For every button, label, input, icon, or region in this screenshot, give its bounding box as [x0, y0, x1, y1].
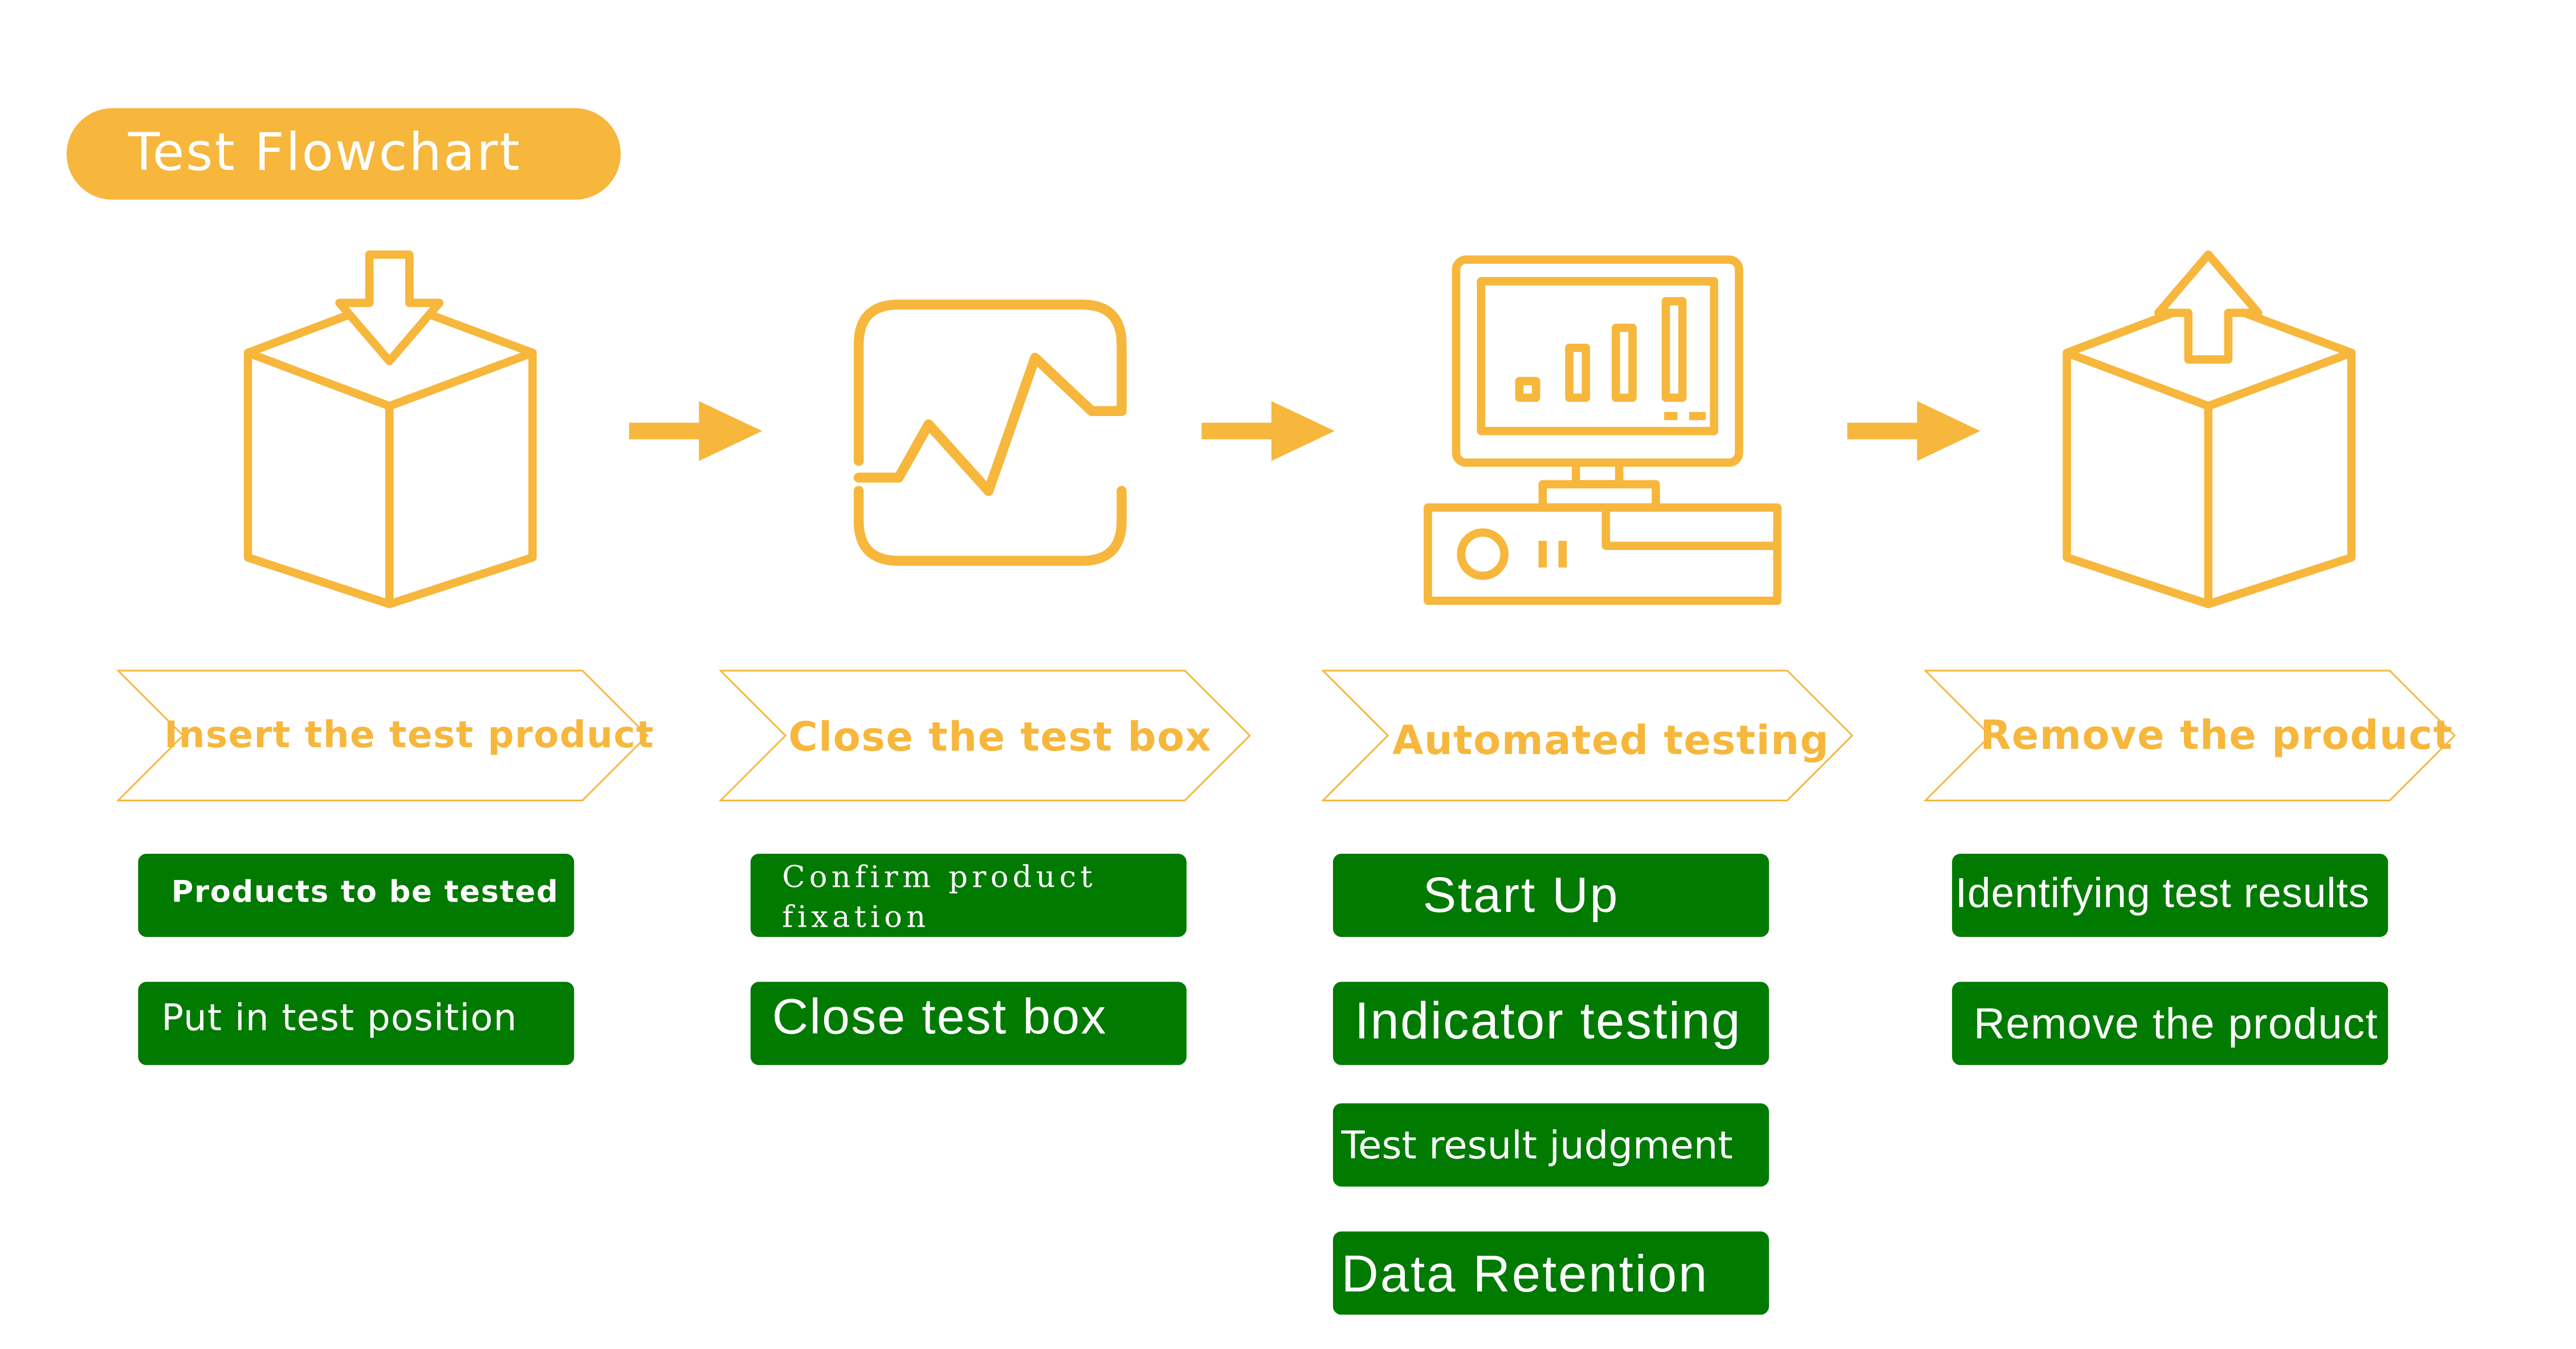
- step-label: Confirm product: [782, 860, 1097, 895]
- flow-arrow-2: [1201, 401, 1335, 461]
- step-label: Test result judgment: [1341, 1124, 1733, 1168]
- step-box: Close test box: [750, 981, 1187, 1065]
- step-box: Remove the product: [1952, 981, 2388, 1065]
- stage-1-label: Insert the test product: [116, 669, 654, 802]
- step-box: Data Retention: [1332, 1231, 1769, 1315]
- step-label: Products to be tested: [171, 875, 559, 911]
- box-insert-icon: [243, 250, 537, 609]
- step-label: Indicator testing: [1354, 992, 1742, 1050]
- step-label: Put in test position: [161, 998, 517, 1040]
- step-label: Remove the product: [1974, 998, 2379, 1049]
- page-title: Test Flowchart: [66, 108, 621, 200]
- step-label: Start Up: [1422, 869, 1620, 924]
- step-box: Start Up: [1332, 853, 1769, 937]
- stage-1-title: Insert the test product: [164, 715, 655, 757]
- flow-arrow-1: [629, 401, 763, 461]
- box-remove-icon: [2063, 250, 2356, 609]
- step-label: Close test box: [772, 990, 1107, 1045]
- step-box: Confirm product fixation: [750, 853, 1187, 937]
- step-label: fixation: [782, 900, 930, 936]
- stage-2-title: Close the test box: [788, 714, 1212, 761]
- step-label: Identifying test results: [1955, 870, 2370, 917]
- step-label: Data Retention: [1341, 1245, 1709, 1303]
- stage-4-label: Remove the product: [1923, 669, 2456, 802]
- stage-4-title: Remove the product: [1980, 712, 2453, 759]
- stage-3-label: Automated testing: [1321, 669, 1854, 802]
- step-box: Put in test position: [138, 981, 574, 1065]
- flow-arrow-3: [1847, 401, 1980, 461]
- step-box: Test result judgment: [1332, 1103, 1769, 1187]
- step-box: Identifying test results: [1952, 853, 2388, 937]
- computer-icon: [1424, 255, 1782, 605]
- stage-2-label: Close the test box: [719, 669, 1251, 802]
- step-box: Indicator testing: [1332, 981, 1769, 1065]
- step-box: Products to be tested: [138, 853, 574, 937]
- monitoring-chart-icon: [853, 299, 1127, 566]
- stage-3-title: Automated testing: [1392, 717, 1829, 764]
